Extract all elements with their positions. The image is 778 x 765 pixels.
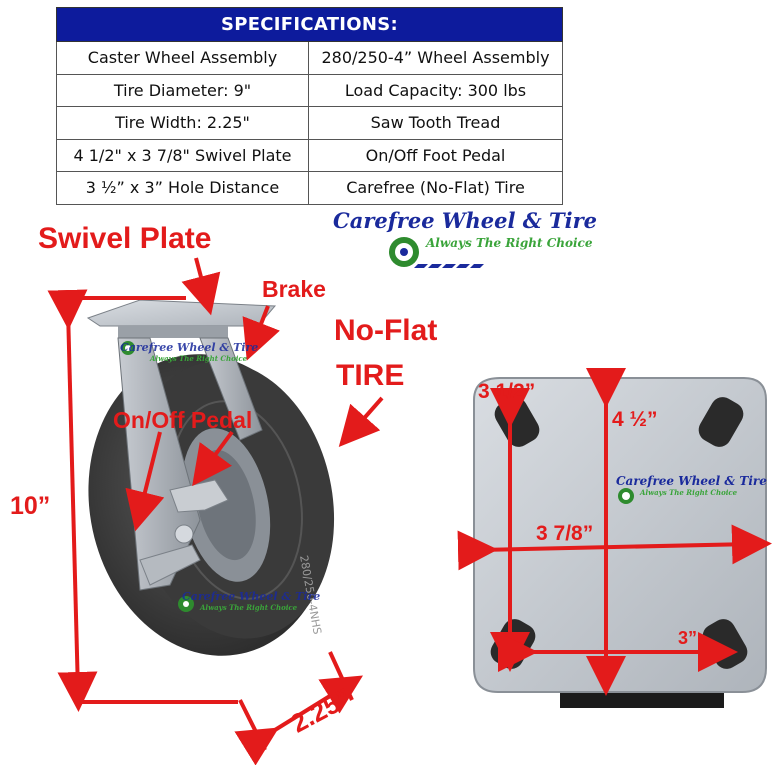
caster-brand-tagline-lower: Always The Right Choice — [200, 603, 298, 612]
brand-logo: Carefree Wheel & Tire — [333, 208, 598, 233]
height-dimension — [47, 289, 238, 712]
width-dimension — [234, 651, 364, 765]
spec-cell: Tire Width: 2.25" — [56, 106, 309, 140]
table-row: 4 1/2" x 3 7/8" Swivel Plate On/Off Foot… — [56, 138, 563, 172]
hole-horizontal-label: 3” — [678, 628, 698, 648]
brand-wheel-icon — [389, 237, 419, 267]
spec-cell: Load Capacity: 300 lbs — [308, 73, 563, 107]
no-flat-label: No-Flat — [334, 314, 438, 347]
brand-tagline: Always The Right Choice — [426, 236, 593, 250]
specifications-table: SPECIFICATIONS: Caster Wheel Assembly 28… — [56, 7, 563, 205]
plate-dimension-lines — [457, 368, 772, 696]
brake-label: Brake — [262, 276, 326, 302]
table-row: Tire Width: 2.25" Saw Tooth Tread — [56, 106, 563, 140]
caster-brand-logo: Carefree Wheel & Tire — [120, 341, 259, 354]
spec-cell: Carefree (No-Flat) Tire — [308, 171, 563, 205]
spec-cell: Saw Tooth Tread — [308, 106, 563, 140]
on-off-pedal-label: On/Off Pedal — [113, 407, 253, 433]
plate-brand-logo: Carefree Wheel & Tire — [616, 474, 767, 488]
specifications-header: SPECIFICATIONS: — [56, 7, 563, 42]
plate-brand-tagline: Always The Right Choice — [640, 488, 738, 497]
caster-brand-logo-lower: Carefree Wheel & Tire — [182, 590, 321, 603]
spec-cell: 280/250-4” Wheel Assembly — [308, 41, 563, 75]
spec-cell: Caster Wheel Assembly — [56, 41, 309, 75]
callout-arrows — [125, 257, 384, 532]
hole-vertical-label: 3 1/2” — [478, 380, 536, 403]
plate-height-label: 4 ½” — [612, 408, 658, 431]
table-row: 3 ½” x 3” Hole Distance Carefree (No-Fla… — [56, 171, 563, 205]
caster-brand-tagline: Always The Right Choice — [150, 354, 248, 363]
plate-brand-wheel-icon — [618, 488, 634, 504]
spec-cell: 3 ½” x 3” Hole Distance — [56, 171, 309, 205]
caster-brand-wheel-icon — [121, 341, 194, 612]
spec-cell: On/Off Foot Pedal — [308, 138, 563, 172]
swivel-plate-label: Swivel Plate — [38, 222, 212, 255]
brand-speed-stripes — [414, 264, 484, 268]
tire-label: TIRE — [336, 359, 405, 392]
height-label: 10” — [10, 492, 51, 520]
table-row: Caster Wheel Assembly 280/250-4” Wheel A… — [56, 41, 563, 75]
plate-width-label: 3 7/8” — [536, 522, 594, 545]
